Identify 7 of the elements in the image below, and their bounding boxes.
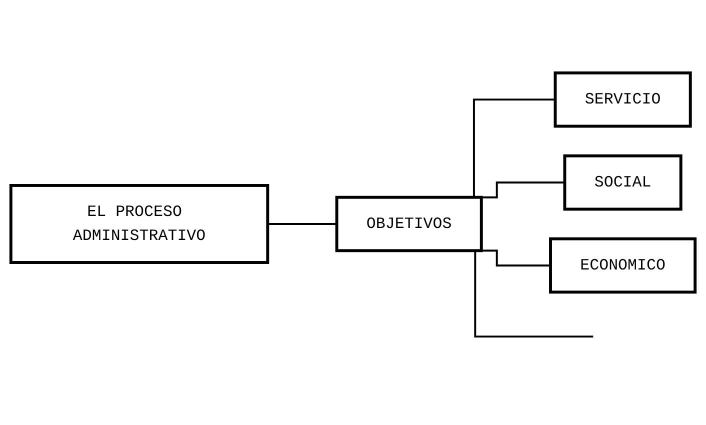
node-box [335,196,483,252]
node-box [549,238,697,294]
node-box [9,184,270,264]
node-box [563,154,682,212]
node-box [554,72,692,128]
diagram: EL PROCESO ADMINISTRATIVO OBJETIVOS SERVICIO SOCIAL ECONOMICO [3,65,703,360]
connector [268,223,337,226]
